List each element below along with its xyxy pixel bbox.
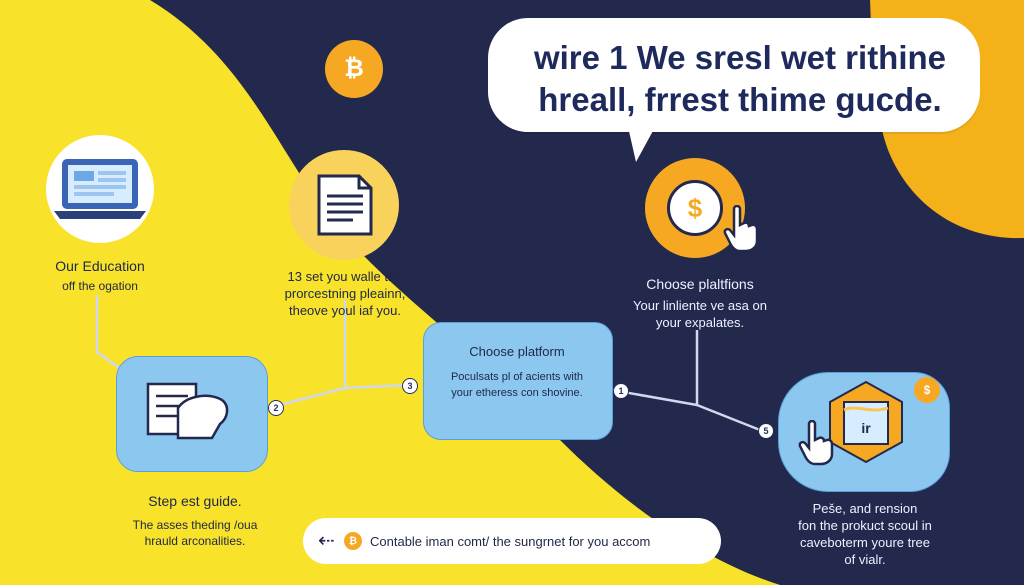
step-badge-3: 3 [402,378,418,394]
step-badge-1: 1 [613,383,629,399]
step-badge-5: 5 [758,423,774,439]
pointer-hand-icon [723,205,759,253]
box-label: ir [861,420,871,436]
footer-bar[interactable] [303,518,721,564]
hexagon-box-icon [829,380,903,464]
processing-line-1: 13 set you walle the [287,269,403,284]
dollar-symbol: $ [687,192,703,223]
footer-text: Contable iman comt/ the sungrnet for you… [370,534,651,549]
processing-line-2: prorcestning pleainn, [284,286,406,301]
release-line-3: caveboterm youre tree [799,535,931,550]
education-title: Our Education [55,258,145,274]
dollar-coin-icon: $ [667,180,723,236]
step-guide-line-2: hrauld arconalities. [144,534,246,548]
step-badge-2: 2 [268,400,284,416]
processing-line-3: theove youl iaf you. [288,303,402,318]
guide-hand-icon [146,382,229,440]
bitcoin-symbol: ₿ [344,55,364,82]
choose-platform-card [423,322,613,440]
choose-platforms-title: Choose plaltfions [646,276,754,292]
title-line-1: wire 1 We sresl wet rithine [533,39,947,76]
back-arrow-icon[interactable]: ⇠ [318,530,335,552]
document-icon [317,174,373,236]
title-bubble [488,18,980,132]
education-laptop-node [46,135,154,243]
choose-platforms-line-2: your expalates. [655,315,745,330]
education-subtitle: off the ogation [62,279,138,293]
release-line-4: of vialr. [844,552,886,567]
title-line-2: hreall, frrest thime gucde. [538,81,942,118]
step-guide-line-1: The asses theding /oua [132,518,258,532]
document-node [289,150,399,260]
step-guide-title: Step est guide. [148,493,242,509]
title-bubble-tail [626,118,660,162]
platform-card-title: Choose platform [469,344,565,359]
small-coin-symbol: $ [923,383,931,397]
bitcoin-coin-icon: ₿ [325,40,383,98]
platform-card-line-2: your etheress con shovine. [451,387,583,399]
release-line-2: fon the prokuct scoul in [798,518,932,533]
tap-hand-icon [798,420,834,466]
small-coin-icon: $ [914,377,940,403]
footer-coin-icon: ₿ [344,532,362,550]
footer-coin-symbol: ₿ [348,535,358,547]
release-line-1: Peše, and rension [812,501,918,516]
choose-platforms-line-1: Your linliente ve asa on [633,298,767,313]
laptop-icon [54,159,146,219]
platform-card-line-1: Poculsats pl of acients with [450,371,584,383]
